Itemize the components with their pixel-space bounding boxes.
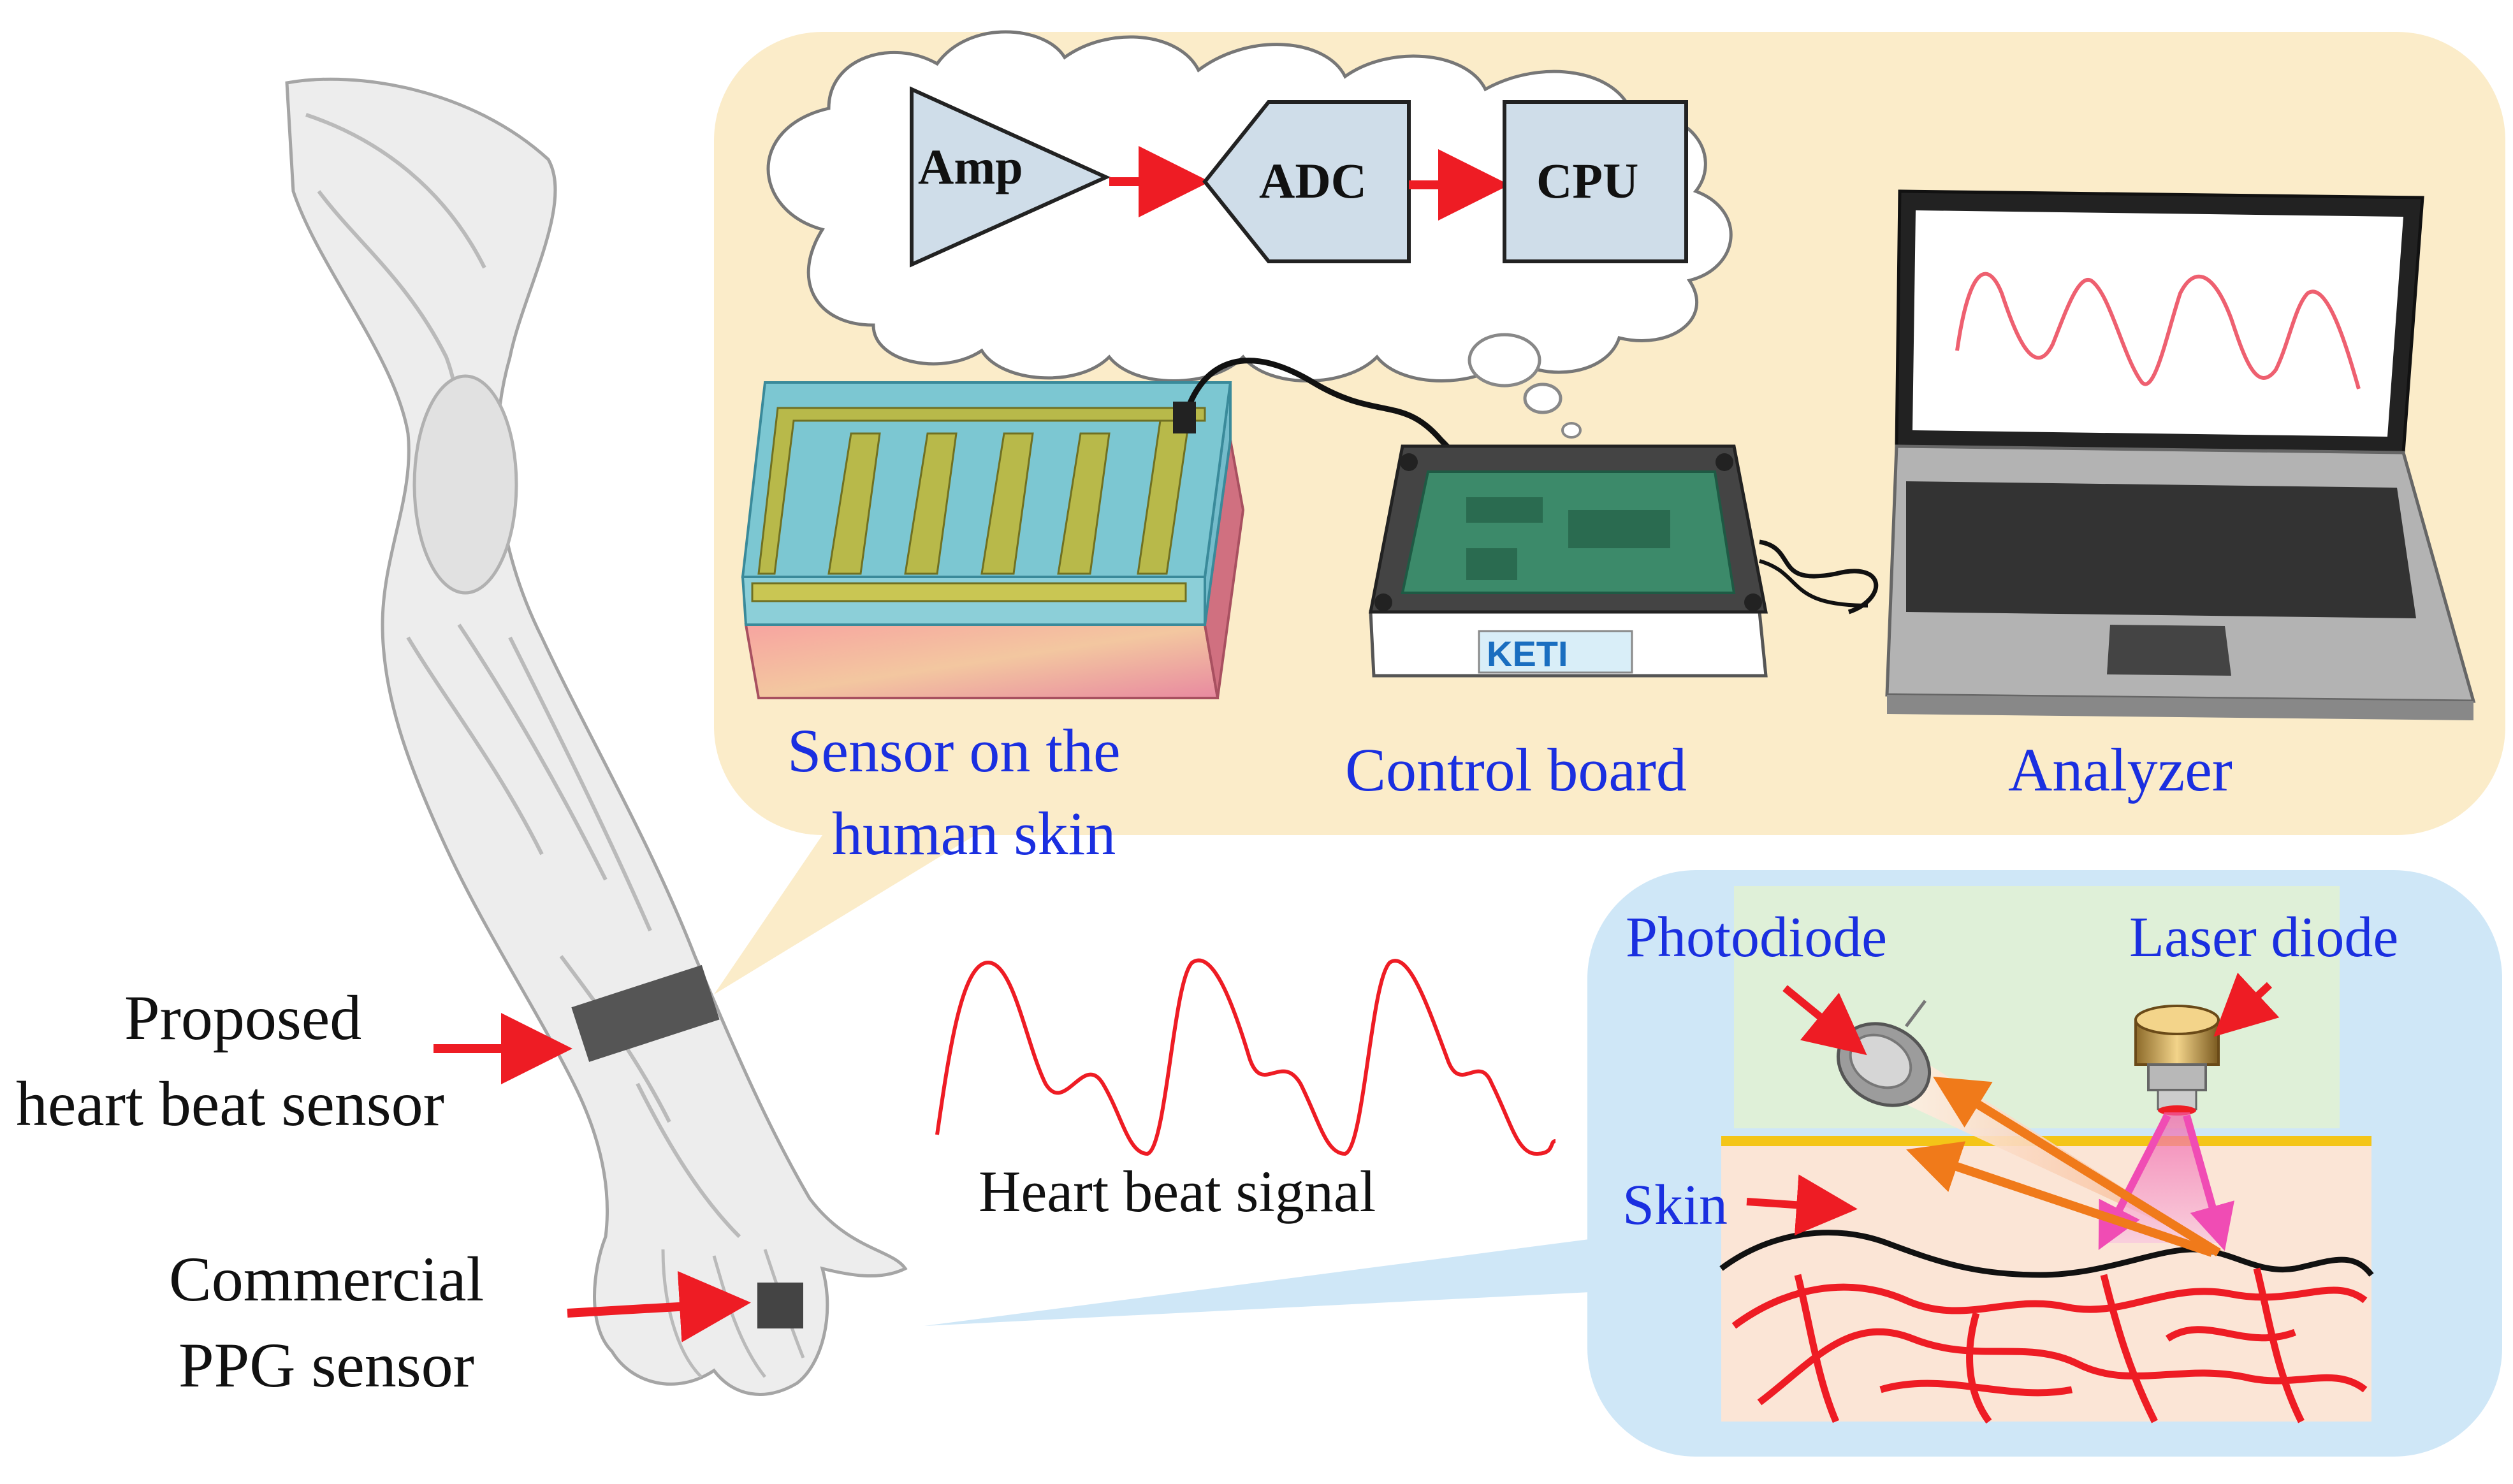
- label-proposed-line2: heart beat sensor: [16, 1068, 444, 1139]
- cpu-block: [1503, 100, 1688, 263]
- amp-block: [910, 86, 1111, 268]
- label-commercial-line2: PPG sensor: [178, 1330, 474, 1400]
- proposed-sensor-band: [571, 964, 720, 1062]
- label-photodiode: Photodiode: [1626, 906, 1887, 969]
- reflection-arrow-2: [1906, 1141, 2214, 1257]
- label-commercial-line1: Commercial: [169, 1244, 484, 1314]
- blood-vessels: [1731, 1267, 2368, 1424]
- cable-board-analyzer: [1759, 539, 1879, 615]
- cpu-label: CPU: [1536, 153, 1638, 208]
- label-sensor-line2: human skin: [832, 799, 1116, 868]
- reflection-arrow-1: [1933, 1076, 2221, 1256]
- label-skin: Skin: [1622, 1174, 1728, 1237]
- board-logo: KETI: [1487, 634, 1568, 674]
- analyzer-laptop-illustration: [1885, 189, 2476, 720]
- analyzer-waveform: [1955, 272, 2361, 389]
- arrow-commercial: [567, 1270, 751, 1342]
- label-sensor-line1: Sensor on the: [787, 717, 1121, 785]
- label-control-board: Control board: [1345, 736, 1687, 804]
- callout-wedge-top: [714, 835, 975, 994]
- control-board-illustration: KETI: [1368, 444, 1768, 678]
- arrow-skin: [1746, 1174, 1858, 1236]
- label-analyzer: Analyzer: [2008, 736, 2233, 804]
- arrow-photodiode: [1782, 985, 1867, 1056]
- amp-label: Amp: [918, 139, 1023, 194]
- label-proposed-line1: Proposed: [124, 982, 361, 1053]
- arrow-laser-diode: [2213, 972, 2280, 1037]
- callout-wedge-bottom: [924, 1211, 1804, 1326]
- laser-diode-device: [2134, 1005, 2220, 1116]
- heart-beat-waveform: [935, 958, 1556, 1156]
- sensor-on-skin-illustration: [741, 381, 1245, 699]
- label-laser-diode: Laser diode: [2129, 906, 2398, 969]
- label-heart-signal: Heart beat signal: [979, 1159, 1376, 1224]
- commercial-ppg-sensor: [757, 1283, 803, 1328]
- adc-label: ADC: [1259, 153, 1367, 208]
